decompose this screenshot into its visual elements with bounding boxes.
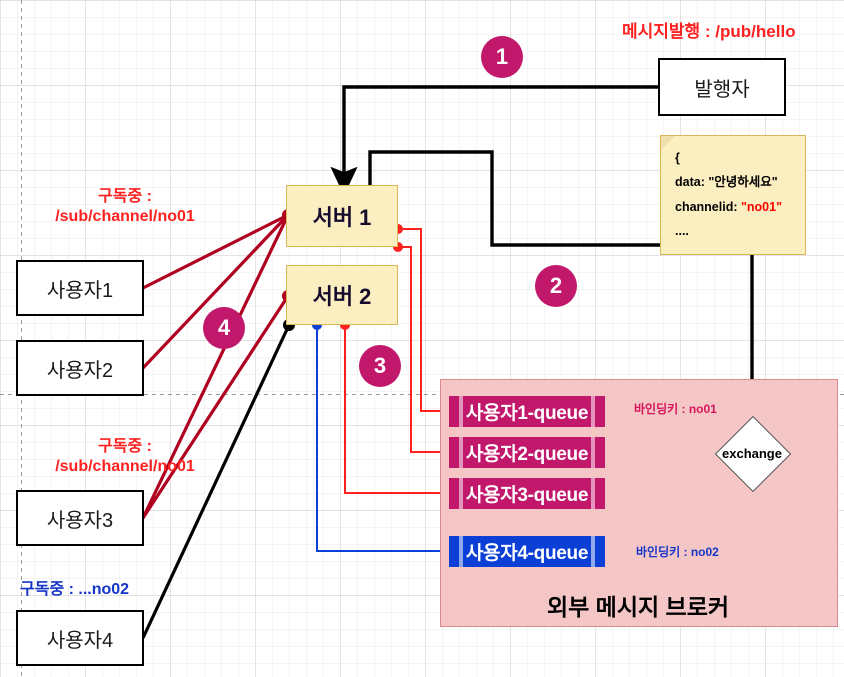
queue-left-tab xyxy=(459,437,463,468)
queue-user2[interactable]: 사용자2-queue xyxy=(449,437,605,468)
step-marker-4-label: 4 xyxy=(217,315,231,340)
queue-left-tab xyxy=(459,396,463,427)
subscription-label-group1: 구독중 : /sub/channel/no01 xyxy=(5,187,245,227)
step-marker-3-label: 3 xyxy=(373,353,387,378)
queue-right-tab xyxy=(591,478,595,509)
edge-publisher-to-server1 xyxy=(330,85,658,196)
subscription-label-group1-line2: /sub/channel/no01 xyxy=(55,208,195,225)
queue-user4[interactable]: 사용자4-queue xyxy=(449,536,605,567)
queue-left-tab xyxy=(459,478,463,509)
binding-key-no01-label: 바인딩키 : no01 xyxy=(634,402,717,416)
note-line-data: data: "안녕하세요" xyxy=(675,175,778,190)
note-fold-corner xyxy=(661,136,675,150)
step-marker-2-label: 2 xyxy=(549,273,563,298)
user-4-box[interactable]: 사용자4 xyxy=(16,610,144,666)
server-1-box[interactable]: 서버 1 xyxy=(286,185,398,247)
edge-user3-to-server1 xyxy=(141,214,290,519)
subscription-label-group1-line1: 구독중 : xyxy=(98,188,152,205)
broker-panel-label: 외부 메시지 브로커 xyxy=(546,594,730,620)
queue-right-tab xyxy=(591,536,595,567)
note-line-ellipsis: .... xyxy=(675,224,689,239)
queue-user3[interactable]: 사용자3-queue xyxy=(449,478,605,509)
queue-right-tab xyxy=(591,437,595,468)
queue-right-tab xyxy=(591,396,595,427)
message-payload-note: { data: "안녕하세요" channelid: "no01" .... xyxy=(660,135,806,255)
note-line-channelid: channelid: "no01" xyxy=(675,195,793,219)
user-4-label: 사용자4 xyxy=(46,629,114,652)
queue-left-tab xyxy=(459,536,463,567)
binding-key-no02-label: 바인딩키 : no02 xyxy=(636,545,719,559)
publisher-label: 발행자 xyxy=(694,78,750,101)
publish-endpoint-label: 메시지발행 : /pub/hello xyxy=(622,22,796,41)
note-channelid-key: channelid: xyxy=(675,199,741,214)
server-2-box[interactable]: 서버 2 xyxy=(286,265,398,325)
user-3-box[interactable]: 사용자3 xyxy=(16,490,144,546)
step-marker-4: 4 xyxy=(203,307,245,349)
step-marker-3: 3 xyxy=(359,345,401,387)
publisher-box[interactable]: 발행자 xyxy=(658,58,786,116)
note-line-open: { xyxy=(675,151,680,165)
subscription-label-group2-line1: 구독중 : xyxy=(98,438,152,455)
edge-user4-to-server2 xyxy=(141,319,295,639)
edge-server2-to-queue3 xyxy=(340,320,454,498)
step-marker-1: 1 xyxy=(481,36,523,78)
step-marker-2: 2 xyxy=(535,265,577,307)
subscription-label-group2-line2: /sub/channel/no01 xyxy=(55,458,195,475)
user-1-label: 사용자1 xyxy=(46,279,114,302)
queue-user2-label: 사용자2-queue xyxy=(465,444,589,465)
edge-user2-to-server1 xyxy=(141,213,290,370)
queue-user1[interactable]: 사용자1-queue xyxy=(449,396,605,427)
edge-server1-to-exchange xyxy=(368,150,766,415)
queue-user1-label: 사용자1-queue xyxy=(465,403,589,424)
subscription-label-group2: 구독중 : /sub/channel/no01 xyxy=(5,437,245,477)
user-1-box[interactable]: 사용자1 xyxy=(16,260,144,316)
step-marker-1-label: 1 xyxy=(495,44,509,69)
subscription-label-group3: 구독중 : ...no02 xyxy=(20,581,130,598)
server-2-label: 서버 2 xyxy=(312,284,372,309)
queue-user3-label: 사용자3-queue xyxy=(465,485,589,506)
note-channelid-value: "no01" xyxy=(740,199,783,214)
server-1-label: 서버 1 xyxy=(312,205,372,230)
exchange-label: exchange xyxy=(722,446,782,461)
user-3-label: 사용자3 xyxy=(46,509,114,532)
user-2-label: 사용자2 xyxy=(46,359,114,382)
queue-user4-label: 사용자4-queue xyxy=(465,543,589,564)
user-2-box[interactable]: 사용자2 xyxy=(16,340,144,396)
